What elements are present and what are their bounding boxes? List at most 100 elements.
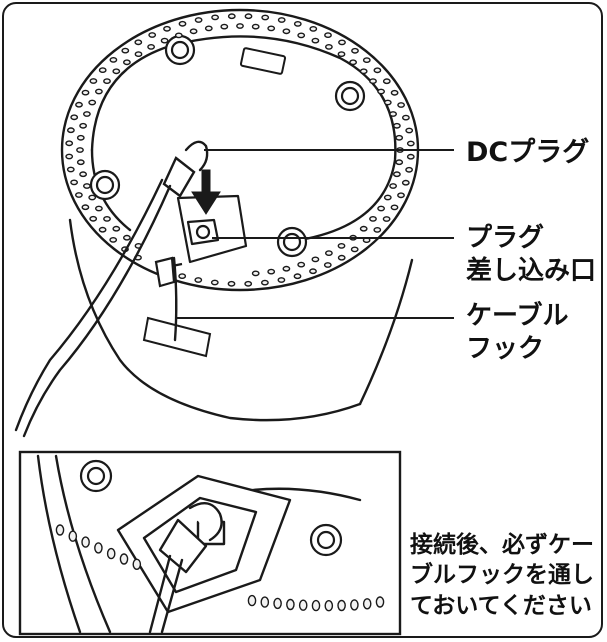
vent-hole: [350, 246, 359, 253]
vent-hole: [112, 68, 121, 75]
vent-hole: [324, 250, 333, 257]
vent-hole: [267, 25, 276, 32]
vent-hole: [88, 194, 97, 201]
vent-hole: [75, 192, 83, 198]
vent-hole: [81, 536, 90, 548]
vent-hole: [406, 140, 415, 147]
inset-note-line1: 接続後、必ずケー: [410, 532, 594, 558]
vent-hole: [359, 225, 368, 232]
vent-hole: [89, 78, 98, 84]
vent-hole: [220, 23, 229, 30]
plug-inlet-panel: [176, 194, 248, 264]
plug-inlet-label-line2: 差し込み口: [466, 256, 597, 287]
vent-hole: [392, 122, 401, 129]
vent-hole: [134, 39, 143, 46]
vent-hole: [349, 59, 357, 66]
vent-hole: [65, 153, 74, 160]
cable-hook-label: ケーブル フック: [466, 300, 568, 367]
vent-hole: [395, 134, 404, 141]
vent-hole: [103, 78, 111, 85]
vent-hole: [390, 204, 399, 211]
vent-hole: [244, 13, 253, 20]
vent-hole: [79, 122, 88, 129]
vent-hole: [338, 39, 346, 46]
vent-hole: [373, 226, 382, 233]
vent-hole: [134, 51, 143, 57]
vent-hole: [244, 280, 253, 287]
vent-hole: [211, 14, 220, 21]
vent-hole: [362, 57, 371, 63]
vent-hole: [377, 88, 385, 95]
vent-hole: [297, 32, 306, 39]
vent-hole: [382, 78, 391, 85]
vent-hole: [311, 256, 320, 263]
vent-hole: [67, 127, 75, 134]
vent-hole: [89, 215, 98, 222]
vent-hole: [311, 599, 321, 612]
leader-lines: [175, 149, 454, 319]
vent-hole: [112, 225, 121, 232]
vent-hole: [88, 99, 97, 106]
vent-hole: [324, 32, 332, 38]
vent-hole: [103, 215, 111, 222]
vent-hole: [109, 57, 118, 63]
vent-hole: [66, 166, 75, 173]
vent-hole: [174, 32, 183, 39]
vent-hole: [277, 277, 286, 283]
vent-hole: [373, 67, 382, 74]
vent-hole: [132, 558, 142, 570]
vent-hole: [227, 280, 236, 287]
vent-hole: [251, 23, 260, 30]
vent-hole: [178, 273, 187, 279]
vent-hole: [392, 171, 401, 178]
vent-hole: [55, 524, 65, 536]
vent-hole: [204, 25, 213, 32]
vent-hole: [369, 215, 377, 222]
inset-note: 接続後、必ずケー ブルフックを通し ておいてください: [410, 530, 594, 621]
vent-hole: [389, 111, 397, 117]
vent-hole: [210, 279, 219, 286]
vent-hole: [109, 236, 118, 243]
vent-hole: [401, 114, 410, 121]
vent-hole: [261, 14, 270, 21]
vent-hole: [163, 25, 171, 32]
inset-note-line3: ておいてください: [410, 592, 592, 619]
vent-hole: [277, 17, 286, 23]
vent-hole: [324, 44, 333, 50]
vent-holes: [65, 13, 415, 287]
vent-hole: [65, 140, 74, 147]
vent-hole: [383, 99, 392, 106]
vent-hole: [337, 254, 346, 261]
vent-hole: [397, 192, 405, 199]
bottom-grille: [142, 316, 212, 358]
vent-hole: [293, 20, 302, 27]
vent-hole: [273, 597, 282, 610]
vent-hole: [148, 32, 157, 38]
vent-hole: [83, 183, 91, 189]
vent-hole: [123, 59, 131, 66]
vent-hole: [70, 114, 79, 121]
vent-hole: [106, 547, 116, 560]
vent-hole: [395, 159, 404, 166]
vent-hole: [79, 171, 88, 178]
vent-hole: [382, 216, 391, 222]
vent-hole: [121, 47, 130, 54]
insert-arrow: [191, 169, 221, 215]
vent-hole: [81, 89, 90, 96]
vent-hole: [389, 183, 397, 189]
vent-hole: [293, 273, 302, 280]
vent-hole: [397, 102, 405, 108]
inset-feet: [79, 459, 343, 557]
vent-hole: [119, 553, 129, 565]
vent-hole: [405, 127, 414, 134]
dc-plug-label: DCプラグ: [466, 137, 590, 168]
vent-hole: [282, 28, 291, 35]
vent-hole: [309, 268, 317, 275]
vent-hole: [311, 37, 320, 44]
vent-hole: [383, 194, 392, 201]
vent-hole: [95, 205, 103, 212]
vent-hole: [323, 262, 332, 268]
vent-hole: [95, 88, 103, 95]
